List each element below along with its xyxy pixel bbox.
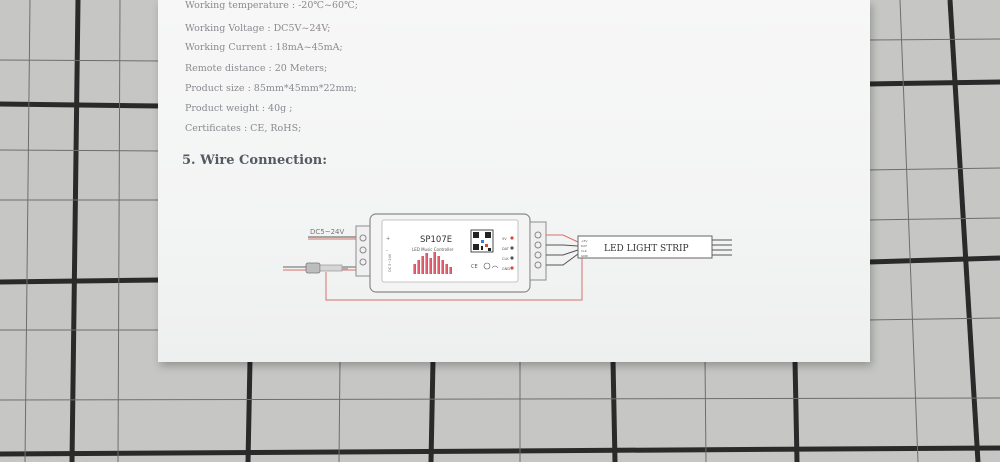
terminal-label: -	[386, 248, 388, 254]
spec-product-size: Product size : 85mm*45mm*22mm;	[185, 83, 357, 94]
left-terminal-labels: DC 5~24V + -	[386, 236, 392, 272]
spec-working-current: Working Current : 18mA~45mA;	[185, 42, 343, 53]
spec-working-voltage: Working Voltage : DC5V~24V;	[185, 23, 331, 34]
wire-connection-diagram: DC5~24V DC 5~24V + - SP107E LED Music Co…	[283, 213, 732, 301]
spec-working-temperature: Working temperature : -20℃~60℃;	[185, 0, 358, 11]
output-wires	[546, 234, 579, 266]
input-voltage-label: DC5~24V	[310, 228, 345, 236]
return-wire	[325, 252, 583, 301]
strip-label: LED LIGHT STRIP	[604, 244, 689, 254]
output-pin-label: CLK	[502, 257, 509, 261]
output-pin-label: GND	[502, 267, 510, 271]
equalizer-graphic	[413, 252, 452, 274]
instruction-sheet: Working temperature : -20℃~60℃; Working …	[158, 0, 870, 362]
dc-plug-icon	[305, 262, 348, 274]
output-pin-label: DAT	[502, 247, 510, 251]
strip-pin-label: DAT	[581, 244, 587, 248]
output-pin-labels: 5V DAT CLK GND	[502, 236, 514, 271]
strip-pin-labels: +5V DAT CLK GND	[581, 239, 589, 258]
spec-remote-distance: Remote distance : 20 Meters;	[185, 63, 328, 74]
output-pin-label: 5V	[502, 237, 507, 241]
strip-pin-label: GND	[581, 254, 589, 258]
bluetooth-icon	[483, 262, 491, 270]
strip-pin-label: CLK	[581, 249, 588, 253]
controller-subtitle: LED Music Controller	[412, 247, 454, 252]
strip-pin-label: +5V	[581, 239, 588, 243]
certification-marks: CE	[471, 264, 478, 270]
led-light-strip	[577, 235, 732, 259]
left-terminal-block	[355, 225, 371, 277]
wifi-icon	[491, 265, 499, 269]
terminal-label: DC 5~24V	[388, 253, 392, 272]
controller-model: SP107E	[420, 235, 452, 245]
right-terminal-block	[529, 221, 547, 281]
section-heading: 5. Wire Connection:	[182, 153, 328, 168]
terminal-label: +	[386, 236, 390, 242]
spec-certificates: Certificates : CE, RoHS;	[185, 123, 302, 134]
spec-product-weight: Product weight : 40g ;	[185, 103, 293, 114]
qr-code-icon	[470, 229, 494, 253]
